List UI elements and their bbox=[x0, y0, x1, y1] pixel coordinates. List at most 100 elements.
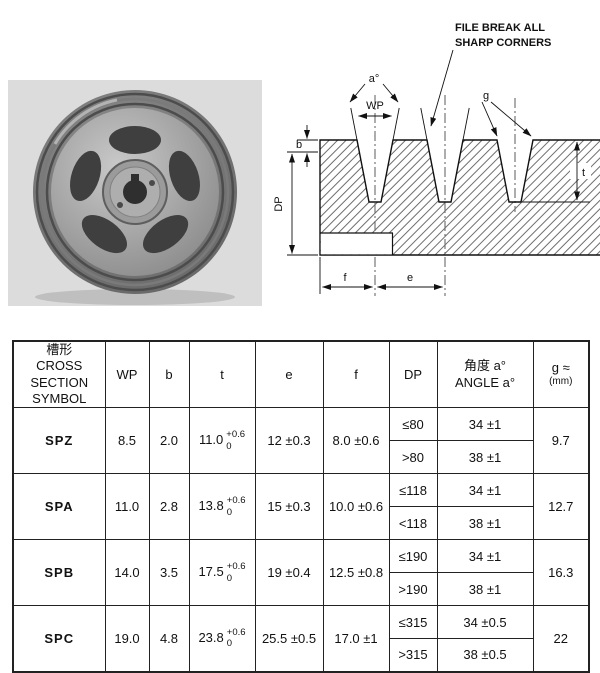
table-header: 槽形 CROSS SECTION SYMBOL WP b t e f DP 角度… bbox=[12, 340, 590, 408]
g-label: g bbox=[483, 90, 489, 102]
cell-g: 16.3 bbox=[532, 539, 590, 606]
header-dp: DP bbox=[388, 340, 438, 408]
groove-diagram-svg: FILE BREAK ALL SHARP CORNERS a° WP g bbox=[273, 22, 600, 296]
cell-e: 19 ±0.4 bbox=[254, 539, 324, 606]
header-angle-en: ANGLE a° bbox=[454, 374, 516, 390]
cell-dp-2: >315 bbox=[388, 638, 438, 672]
cell-angle-1: 34 ±0.5 bbox=[436, 605, 534, 639]
cell-angle-2: 38 ±1 bbox=[436, 506, 534, 540]
header-b: b bbox=[148, 340, 190, 408]
hub-bore-step bbox=[320, 232, 394, 255]
cell-e: 25.5 ±0.5 bbox=[254, 605, 324, 672]
header-symbol: 槽形 CROSS SECTION SYMBOL bbox=[12, 340, 106, 408]
highlight bbox=[53, 98, 118, 145]
dimension-table: 槽形 CROSS SECTION SYMBOL WP b t e f DP 角度… bbox=[12, 340, 590, 673]
note-line-2: SHARP CORNERS bbox=[455, 37, 551, 49]
belt-groove-ring bbox=[35, 92, 235, 292]
header-angle: 角度 a° ANGLE a° bbox=[436, 340, 534, 408]
bore bbox=[123, 180, 147, 204]
cell-wp: 8.5 bbox=[104, 407, 150, 474]
cell-dp-1: ≤190 bbox=[388, 539, 438, 573]
e-label: e bbox=[407, 272, 413, 284]
note-line-1: FILE BREAK ALL bbox=[455, 22, 545, 34]
header-angle-cn: 角度 a° bbox=[463, 358, 507, 374]
header-f: f bbox=[322, 340, 390, 408]
dimension-angle-a: a° bbox=[349, 73, 399, 103]
header-t: t bbox=[188, 340, 256, 408]
angle-label: a° bbox=[369, 73, 380, 85]
cell-angle-2: 38 ±1 bbox=[436, 440, 534, 474]
header-g-l2: (mm) bbox=[549, 376, 573, 388]
cell-g: 12.7 bbox=[532, 473, 590, 540]
screw-hole bbox=[149, 180, 155, 186]
header-symbol-l2: SECTION bbox=[30, 374, 89, 390]
cell-b: 3.5 bbox=[148, 539, 190, 606]
cell-e: 12 ±0.3 bbox=[254, 407, 324, 474]
header-wp: WP bbox=[104, 340, 150, 408]
cell-dp-2: >190 bbox=[388, 572, 438, 606]
dimension-f-e: f e bbox=[319, 257, 443, 294]
flank-extension-lines bbox=[350, 107, 470, 144]
cell-g: 9.7 bbox=[532, 407, 590, 474]
pulley-photo bbox=[0, 0, 270, 336]
dimension-dp: DP bbox=[273, 153, 318, 256]
top-section: FILE BREAK ALL SHARP CORNERS a° WP g bbox=[0, 0, 600, 336]
keyway bbox=[131, 174, 139, 182]
cell-wp: 14.0 bbox=[104, 539, 150, 606]
cell-dp-1: ≤315 bbox=[388, 605, 438, 639]
header-symbol-l1: CROSS bbox=[36, 358, 83, 374]
dp-label: DP bbox=[273, 196, 285, 211]
cell-wp: 19.0 bbox=[104, 605, 150, 672]
cell-dp-1: ≤118 bbox=[388, 473, 438, 507]
cell-wp: 11.0 bbox=[104, 473, 150, 540]
cell-f: 10.0 ±0.6 bbox=[322, 473, 390, 540]
t-label: t bbox=[582, 167, 585, 179]
cell-angle-1: 34 ±1 bbox=[436, 539, 534, 573]
cell-f: 17.0 ±1 bbox=[322, 605, 390, 672]
cell-b: 2.0 bbox=[148, 407, 190, 474]
cell-f: 12.5 ±0.8 bbox=[322, 539, 390, 606]
groove-centerlines bbox=[374, 95, 516, 296]
belt-groove-ring bbox=[45, 102, 225, 282]
header-e: e bbox=[254, 340, 324, 408]
b-label: b bbox=[296, 139, 302, 151]
pulley-photo-svg bbox=[8, 80, 262, 306]
cell-f: 8.0 ±0.6 bbox=[322, 407, 390, 474]
pulley bbox=[33, 90, 237, 294]
file-break-note: FILE BREAK ALL SHARP CORNERS bbox=[430, 22, 551, 127]
cell-b: 2.8 bbox=[148, 473, 190, 540]
cell-angle-2: 38 ±0.5 bbox=[436, 638, 534, 672]
dimension-b: b bbox=[287, 125, 318, 167]
dimension-t: t bbox=[522, 141, 591, 203]
belt-groove-ring bbox=[40, 97, 230, 287]
groove-cross-section-diagram: FILE BREAK ALL SHARP CORNERS a° WP g bbox=[270, 0, 600, 336]
wp-label: WP bbox=[366, 100, 384, 112]
cell-symbol: SPZ bbox=[12, 407, 106, 474]
header-symbol-l3: SYMBOL bbox=[32, 390, 87, 406]
cell-symbol: SPB bbox=[12, 539, 106, 606]
cell-dp-1: ≤80 bbox=[388, 407, 438, 441]
cell-symbol: SPA bbox=[12, 473, 106, 540]
dimension-g: g bbox=[481, 90, 532, 137]
cell-angle-1: 34 ±1 bbox=[436, 473, 534, 507]
spoke-windows bbox=[69, 126, 201, 254]
header-g: g ≈ (mm) bbox=[532, 340, 590, 408]
cell-symbol: SPC bbox=[12, 605, 106, 672]
header-g-l1: g ≈ bbox=[551, 360, 570, 376]
cell-b: 4.8 bbox=[148, 605, 190, 672]
header-symbol-cn: 槽形 bbox=[46, 342, 73, 357]
cell-angle-2: 38 ±1 bbox=[436, 572, 534, 606]
screw-hole bbox=[117, 202, 123, 208]
cell-angle-1: 34 ±1 bbox=[436, 407, 534, 441]
cell-g: 22 bbox=[532, 605, 590, 672]
pulley-shadow bbox=[35, 289, 235, 305]
cell-e: 15 ±0.3 bbox=[254, 473, 324, 540]
